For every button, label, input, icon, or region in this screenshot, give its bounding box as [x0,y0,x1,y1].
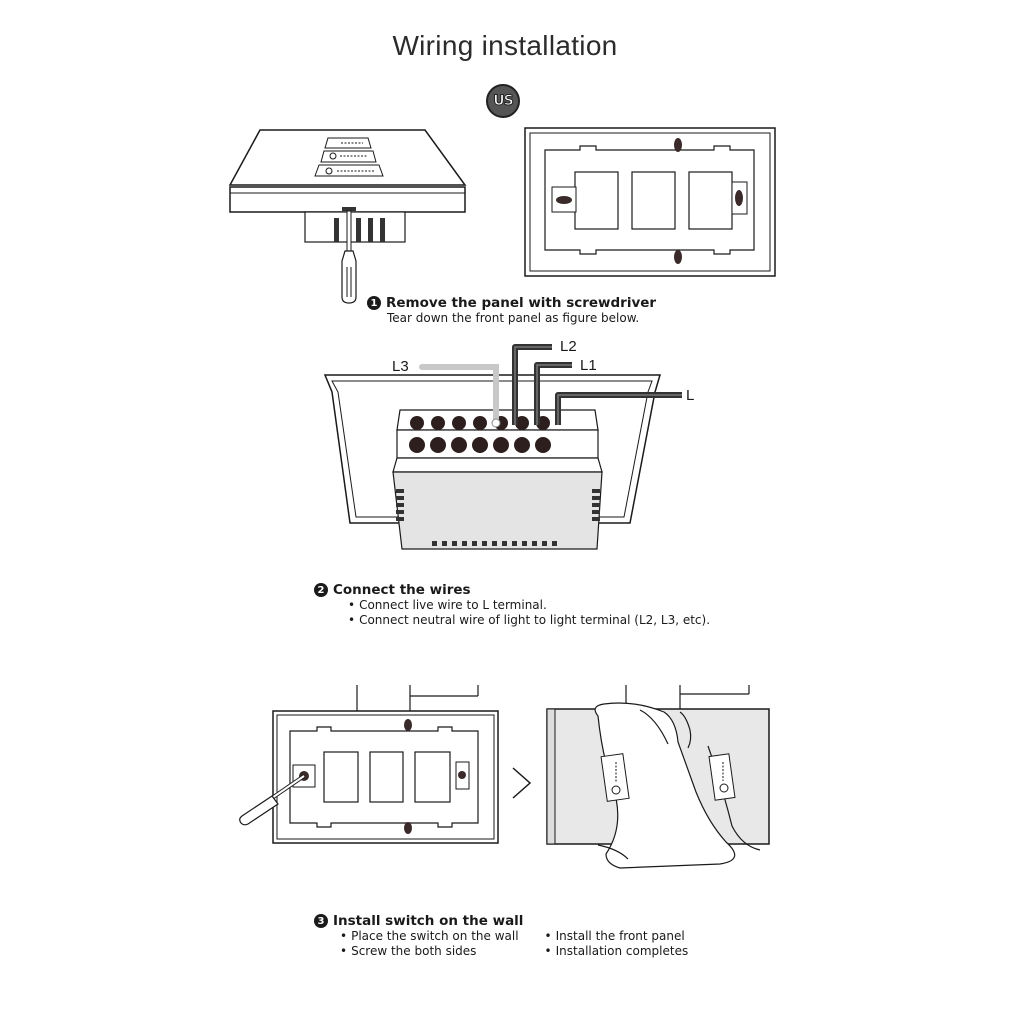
step-2-heading: 2 Connect the wires [314,582,710,598]
module-pin [512,541,517,546]
terminal-screw [473,416,487,430]
terminal-screw [472,437,488,453]
terminal-screw [430,437,446,453]
module-pin [452,541,457,546]
terminal-screw [514,437,530,453]
terminal-screw [451,437,467,453]
screwdriver-icon [341,207,357,304]
step-3-bullet: Installation completes [545,944,689,959]
module-pin [482,541,487,546]
module-pin [532,541,537,546]
module-pin [396,503,404,507]
module-pin [542,541,547,546]
screwdriver-icon [239,774,306,826]
module-pin [492,541,497,546]
module-pin [552,541,557,546]
terminal-screw [535,437,551,453]
step-3-heading: 3 Install switch on the wall [314,913,688,929]
step-3-bullet: Install the front panel [545,929,689,944]
power-button-glyphs [325,142,375,175]
switch-button-panel-right [708,753,736,801]
module-pin [592,517,600,521]
module-pin [462,541,467,546]
terminal-screw [452,416,466,430]
module-pin [592,496,600,500]
module-pin [442,541,447,546]
label-l3: L3 [392,358,409,375]
us-region-badge: US [486,84,520,118]
step-number-badge: 1 [367,296,381,310]
step-1-description: Tear down the front panel as figure belo… [387,311,640,325]
label-l1: L1 [580,357,597,374]
step-2: 2 Connect the wires Connect live wire to… [314,582,710,628]
terminal-screw [431,416,445,430]
switch-side-view-illustration [228,129,467,304]
module-pins [396,489,600,546]
step-1-title: Remove the panel with screwdriver [386,295,657,311]
module-pin [592,510,600,514]
step-3: 3 Install switch on the wall Place the s… [314,913,688,959]
label-l: L [686,387,694,404]
module-pin [396,517,404,521]
terminal-screw [410,416,424,430]
wall-box-front-illustration [524,127,776,277]
step-2-bullet: Connect neutral wire of light to light t… [314,613,710,628]
wiring-terminal-diagram: L3 L2 L1 L [323,338,694,550]
terminal-l3-connector [491,418,501,428]
module-pin [522,541,527,546]
install-front-panel-illustration [546,685,770,869]
wall-mount-screw-illustration [239,685,499,844]
step-2-bullet: Connect live wire to L terminal. [314,598,710,613]
step-3-title: Install switch on the wall [333,913,524,929]
module-pin [396,489,404,493]
step-1-heading: 1 Remove the panel with screwdriver [367,295,656,311]
step-3-left-column: Place the switch on the wall Screw the b… [340,929,519,959]
step-number-badge: 2 [314,583,328,597]
module-pin [592,503,600,507]
label-l2: L2 [560,338,577,355]
step-3-right-column: Install the front panel Installation com… [545,929,689,959]
step-3-bullet: Screw the both sides [340,944,519,959]
terminal-screw [409,437,425,453]
terminal-screw [493,437,509,453]
step-1: 1 Remove the panel with screwdriver Tear… [367,295,656,326]
module-pin [472,541,477,546]
step-number-badge: 3 [314,914,328,928]
step-2-title: Connect the wires [333,582,471,598]
page-title: Wiring installation [392,30,618,61]
wire-l3 [419,364,499,426]
module-pin [502,541,507,546]
module-pin [396,496,404,500]
next-arrow-icon [512,767,532,799]
step-3-bullet: Place the switch on the wall [340,929,518,944]
switch-button-panel-left [600,753,630,802]
module-pin [592,489,600,493]
terminal-screw [515,416,529,430]
badge-label: US [493,93,515,110]
module-pin [432,541,437,546]
module-pin [396,510,404,514]
